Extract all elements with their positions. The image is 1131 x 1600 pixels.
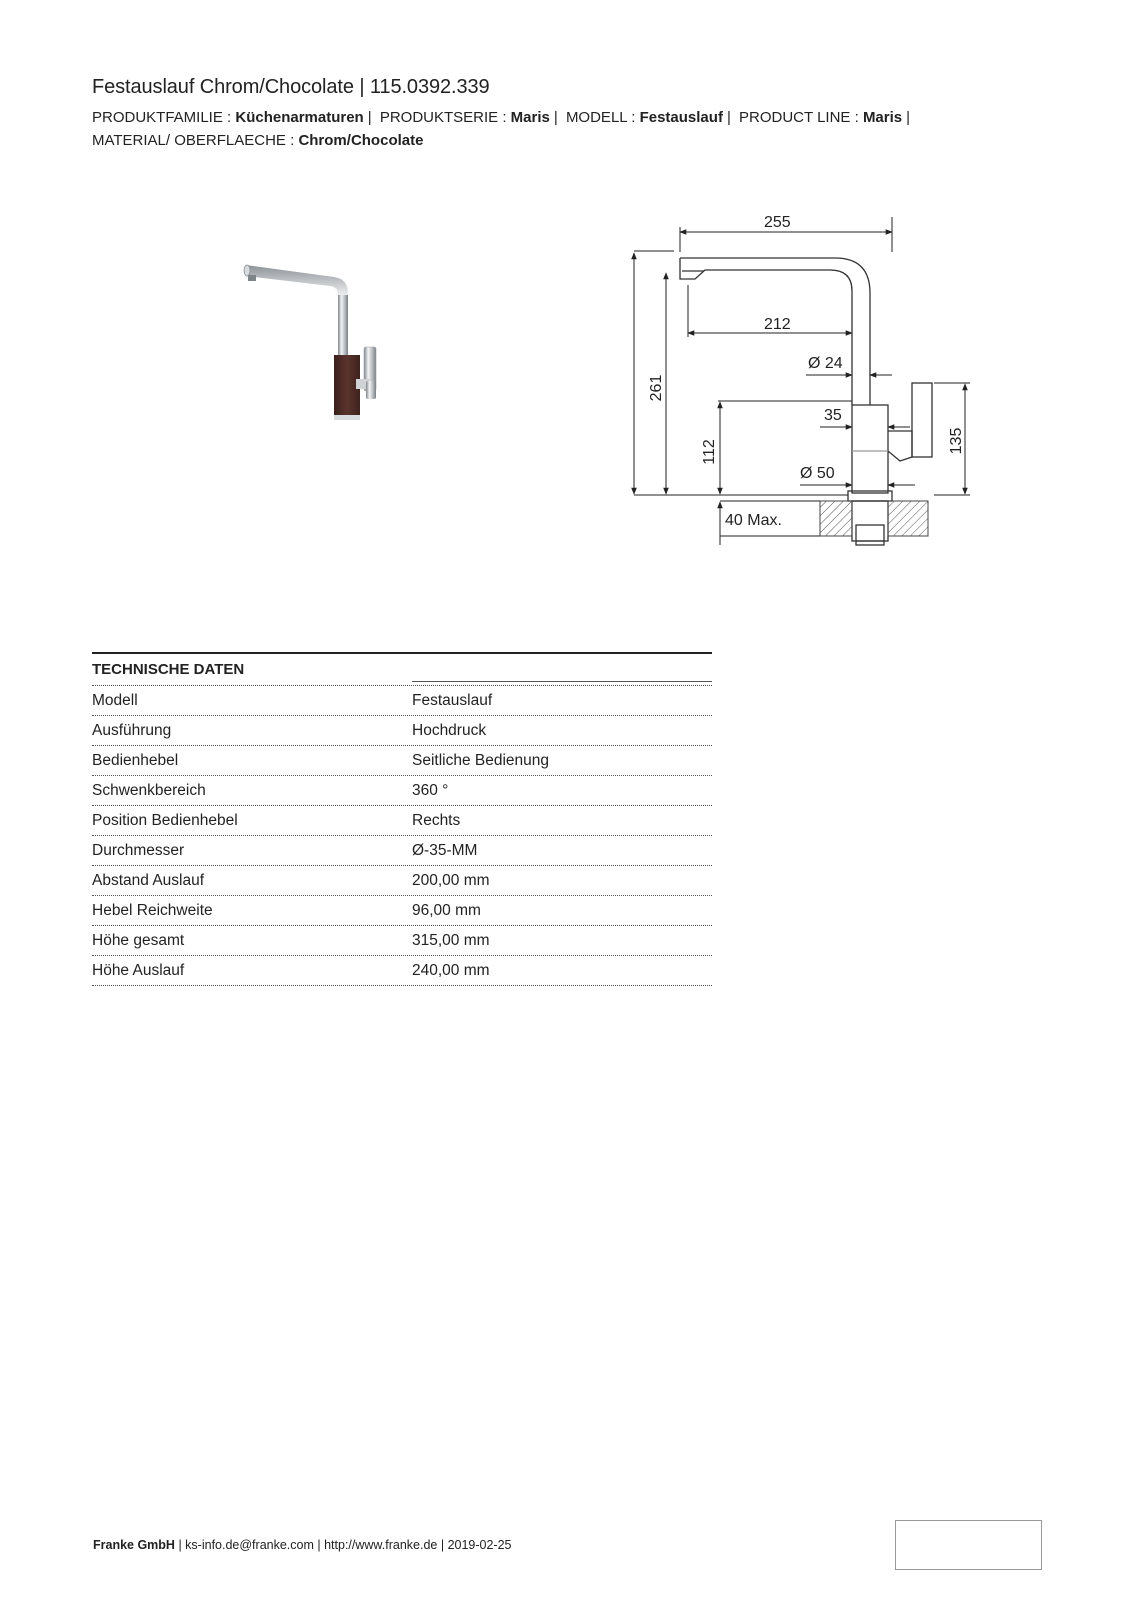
- faucet-spout: [243, 264, 348, 357]
- row-value: Seitliche Bedienung: [412, 752, 550, 769]
- dim-diameter-50: Ø 50: [800, 465, 835, 482]
- row-key: Bedienhebel: [92, 752, 179, 769]
- meta-series-label: PRODUKTSERIE :: [379, 109, 511, 126]
- row-value: 96,00 mm: [412, 902, 481, 919]
- technical-data-header: TECHNISCHE DATEN: [92, 654, 712, 686]
- row-key: Ausführung: [92, 722, 172, 739]
- meta-material-label: MATERIAL/ OBERFLAECHE :: [92, 132, 299, 149]
- table-row: Höhe Auslauf 240,00 mm: [92, 956, 712, 986]
- row-value: Ø-35-MM: [412, 842, 478, 859]
- footer-website-link[interactable]: http://www.franke.de: [324, 1538, 438, 1552]
- footer-separator: |: [174, 1538, 186, 1552]
- meta-productline-value: Maris: [862, 109, 903, 126]
- dimension-labels: 255 212 Ø 24 290 261 135 112 35 Ø 50 40 …: [630, 214, 965, 529]
- row-key: Höhe gesamt: [92, 932, 185, 949]
- table-row: Schwenkbereich 360 °: [92, 776, 712, 806]
- dim-40-max: 40 Max.: [725, 512, 782, 529]
- row-key: Hebel Reichweite: [92, 902, 213, 919]
- meta-separator: |: [726, 109, 731, 126]
- row-key: Durchmesser: [92, 842, 185, 859]
- row-value: Festauslauf: [412, 692, 493, 709]
- meta-family-label: PRODUKTFAMILIE :: [92, 109, 236, 126]
- technical-drawing: 255 212 Ø 24 290 261 135 112 35 Ø 50 40 …: [630, 214, 970, 546]
- row-value: 360 °: [412, 782, 449, 799]
- row-value: Rechts: [412, 812, 461, 829]
- row-key: Abstand Auslauf: [92, 872, 205, 889]
- dim-255: 255: [764, 214, 791, 231]
- dim-112: 112: [701, 439, 718, 465]
- dim-261: 261: [648, 375, 665, 402]
- meta-separator: |: [553, 109, 558, 126]
- table-row: Hebel Reichweite 96,00 mm: [92, 896, 712, 926]
- dim-212: 212: [764, 316, 791, 333]
- meta-material-value: Chrom/Chocolate: [298, 132, 424, 149]
- row-key: Schwenkbereich: [92, 782, 206, 799]
- page-footer: Franke GmbH | ks-info.de@franke.com | ht…: [93, 1538, 512, 1552]
- footer-separator: |: [437, 1538, 448, 1552]
- meta-model-value: Festauslauf: [639, 109, 723, 126]
- row-key: Position Bedienhebel: [92, 812, 238, 829]
- footer-company: Franke GmbH: [93, 1538, 175, 1552]
- faucet-body: [334, 355, 360, 420]
- document-title: Festauslauf Chrom/Chocolate | 115.0392.3…: [92, 76, 490, 98]
- footer-date: 2019-02-25: [447, 1538, 512, 1552]
- table-row: Höhe gesamt 315,00 mm: [92, 926, 712, 956]
- countertop-section: [819, 500, 929, 537]
- dim-diameter-24: Ø 24: [808, 355, 843, 372]
- technical-data-heading: TECHNISCHE DATEN: [92, 661, 245, 678]
- dimension-lines: [631, 217, 970, 545]
- meta-separator: |: [367, 109, 372, 126]
- row-value: 315,00 mm: [412, 932, 490, 949]
- faucet-lever: [356, 346, 377, 399]
- row-key: Modell: [92, 692, 138, 709]
- product-meta: PRODUKTFAMILIE : Küchenarmaturen| PRODUK…: [92, 106, 1042, 152]
- meta-productline-label: PRODUCT LINE :: [739, 109, 863, 126]
- technical-data-table: TECHNISCHE DATEN Modell Festauslauf Ausfü…: [92, 652, 712, 986]
- dim-135: 135: [948, 428, 965, 455]
- table-row: Bedienhebel Seitliche Bedienung: [92, 746, 712, 776]
- table-row: Abstand Auslauf 200,00 mm: [92, 866, 712, 896]
- footer-box: [895, 1520, 1042, 1570]
- row-value: 200,00 mm: [412, 872, 490, 889]
- meta-separator: |: [906, 109, 911, 126]
- footer-email-link[interactable]: ks-info.de@franke.com: [185, 1538, 314, 1552]
- row-value: 240,00 mm: [412, 962, 490, 979]
- dim-290: 290: [630, 370, 632, 397]
- product-photo: [243, 264, 377, 420]
- row-value: Hochdruck: [412, 722, 487, 739]
- table-row: Durchmesser Ø-35-MM: [92, 836, 712, 866]
- table-row: Modell Festauslauf: [92, 686, 712, 716]
- footer-separator: |: [313, 1538, 325, 1552]
- table-row: Ausführung Hochdruck: [92, 716, 712, 746]
- meta-model-label: MODELL :: [565, 109, 640, 126]
- meta-family-value: Küchenarmaturen: [235, 109, 364, 126]
- meta-series-value: Maris: [510, 109, 550, 126]
- table-row: Position Bedienhebel Rechts: [92, 806, 712, 836]
- header-rule: [412, 654, 712, 685]
- row-key: Höhe Auslauf: [92, 962, 185, 979]
- dim-35: 35: [824, 407, 842, 424]
